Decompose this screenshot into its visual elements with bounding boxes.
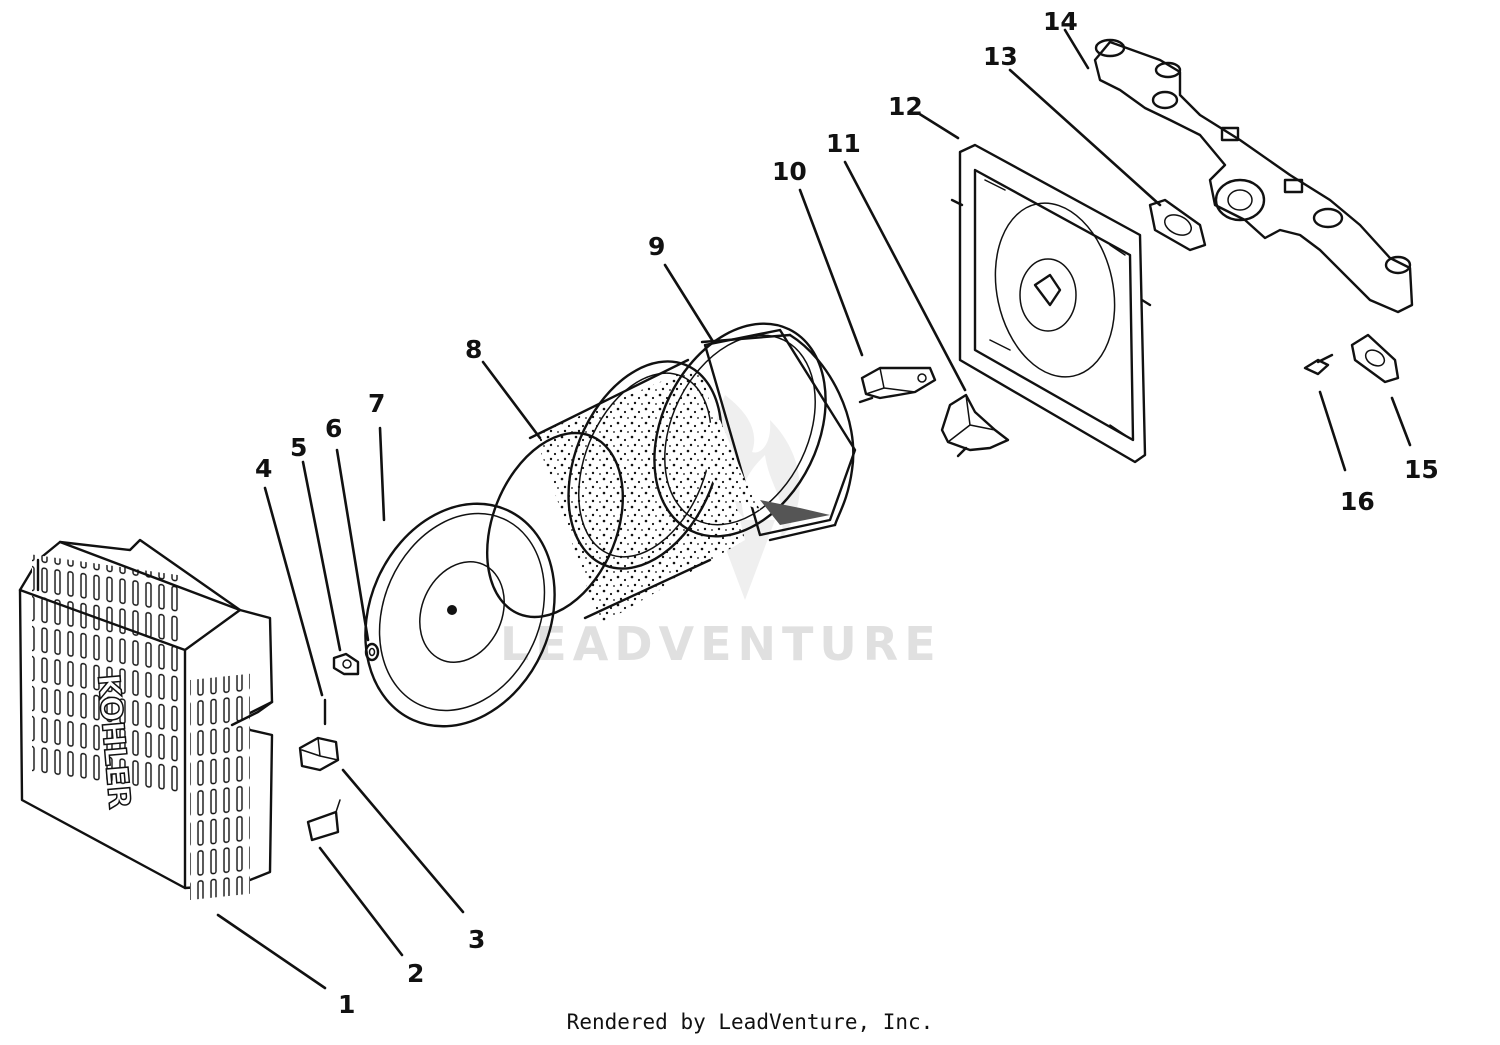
callout-14: 14 [1043,7,1078,36]
credit-footer: Rendered by LeadVenture, Inc. [566,1010,934,1034]
part-14-manifold [1093,38,1414,314]
callout-2: 2 [407,959,424,988]
callout-5: 5 [290,433,307,462]
part-11-bracket [940,393,1010,458]
part-15-gasket [1350,333,1400,384]
callout-16: 16 [1340,487,1375,516]
part-2-clip [306,799,341,842]
callout-numbers: 1 2 3 4 5 6 7 8 9 10 11 12 13 14 15 16 [255,7,1439,1019]
part-7-plate [364,502,556,728]
part-13-gasket [1148,198,1207,252]
callout-9: 9 [648,232,665,261]
callout-1: 1 [338,990,355,1019]
part-3-bracket [298,736,340,772]
leader-lines [216,28,1412,990]
part-16-screw [1303,353,1334,376]
callout-7: 7 [368,389,385,418]
part-10-bracket [858,366,937,404]
part-8-precleaner [485,358,745,625]
part-12-base [950,143,1152,464]
part-9-element [653,322,857,542]
callout-4: 4 [255,454,272,483]
callout-15: 15 [1404,455,1439,484]
callout-10: 10 [772,157,807,186]
part-1-cover: KOHLER [18,538,274,901]
callout-13: 13 [983,42,1018,71]
callout-8: 8 [465,335,482,364]
callout-3: 3 [468,925,485,954]
callout-12: 12 [888,92,923,121]
watermark-text: LEADVENTURE [500,617,942,671]
part-5-wing-nut [332,652,360,676]
callout-11: 11 [826,129,861,158]
callout-6: 6 [325,414,342,443]
